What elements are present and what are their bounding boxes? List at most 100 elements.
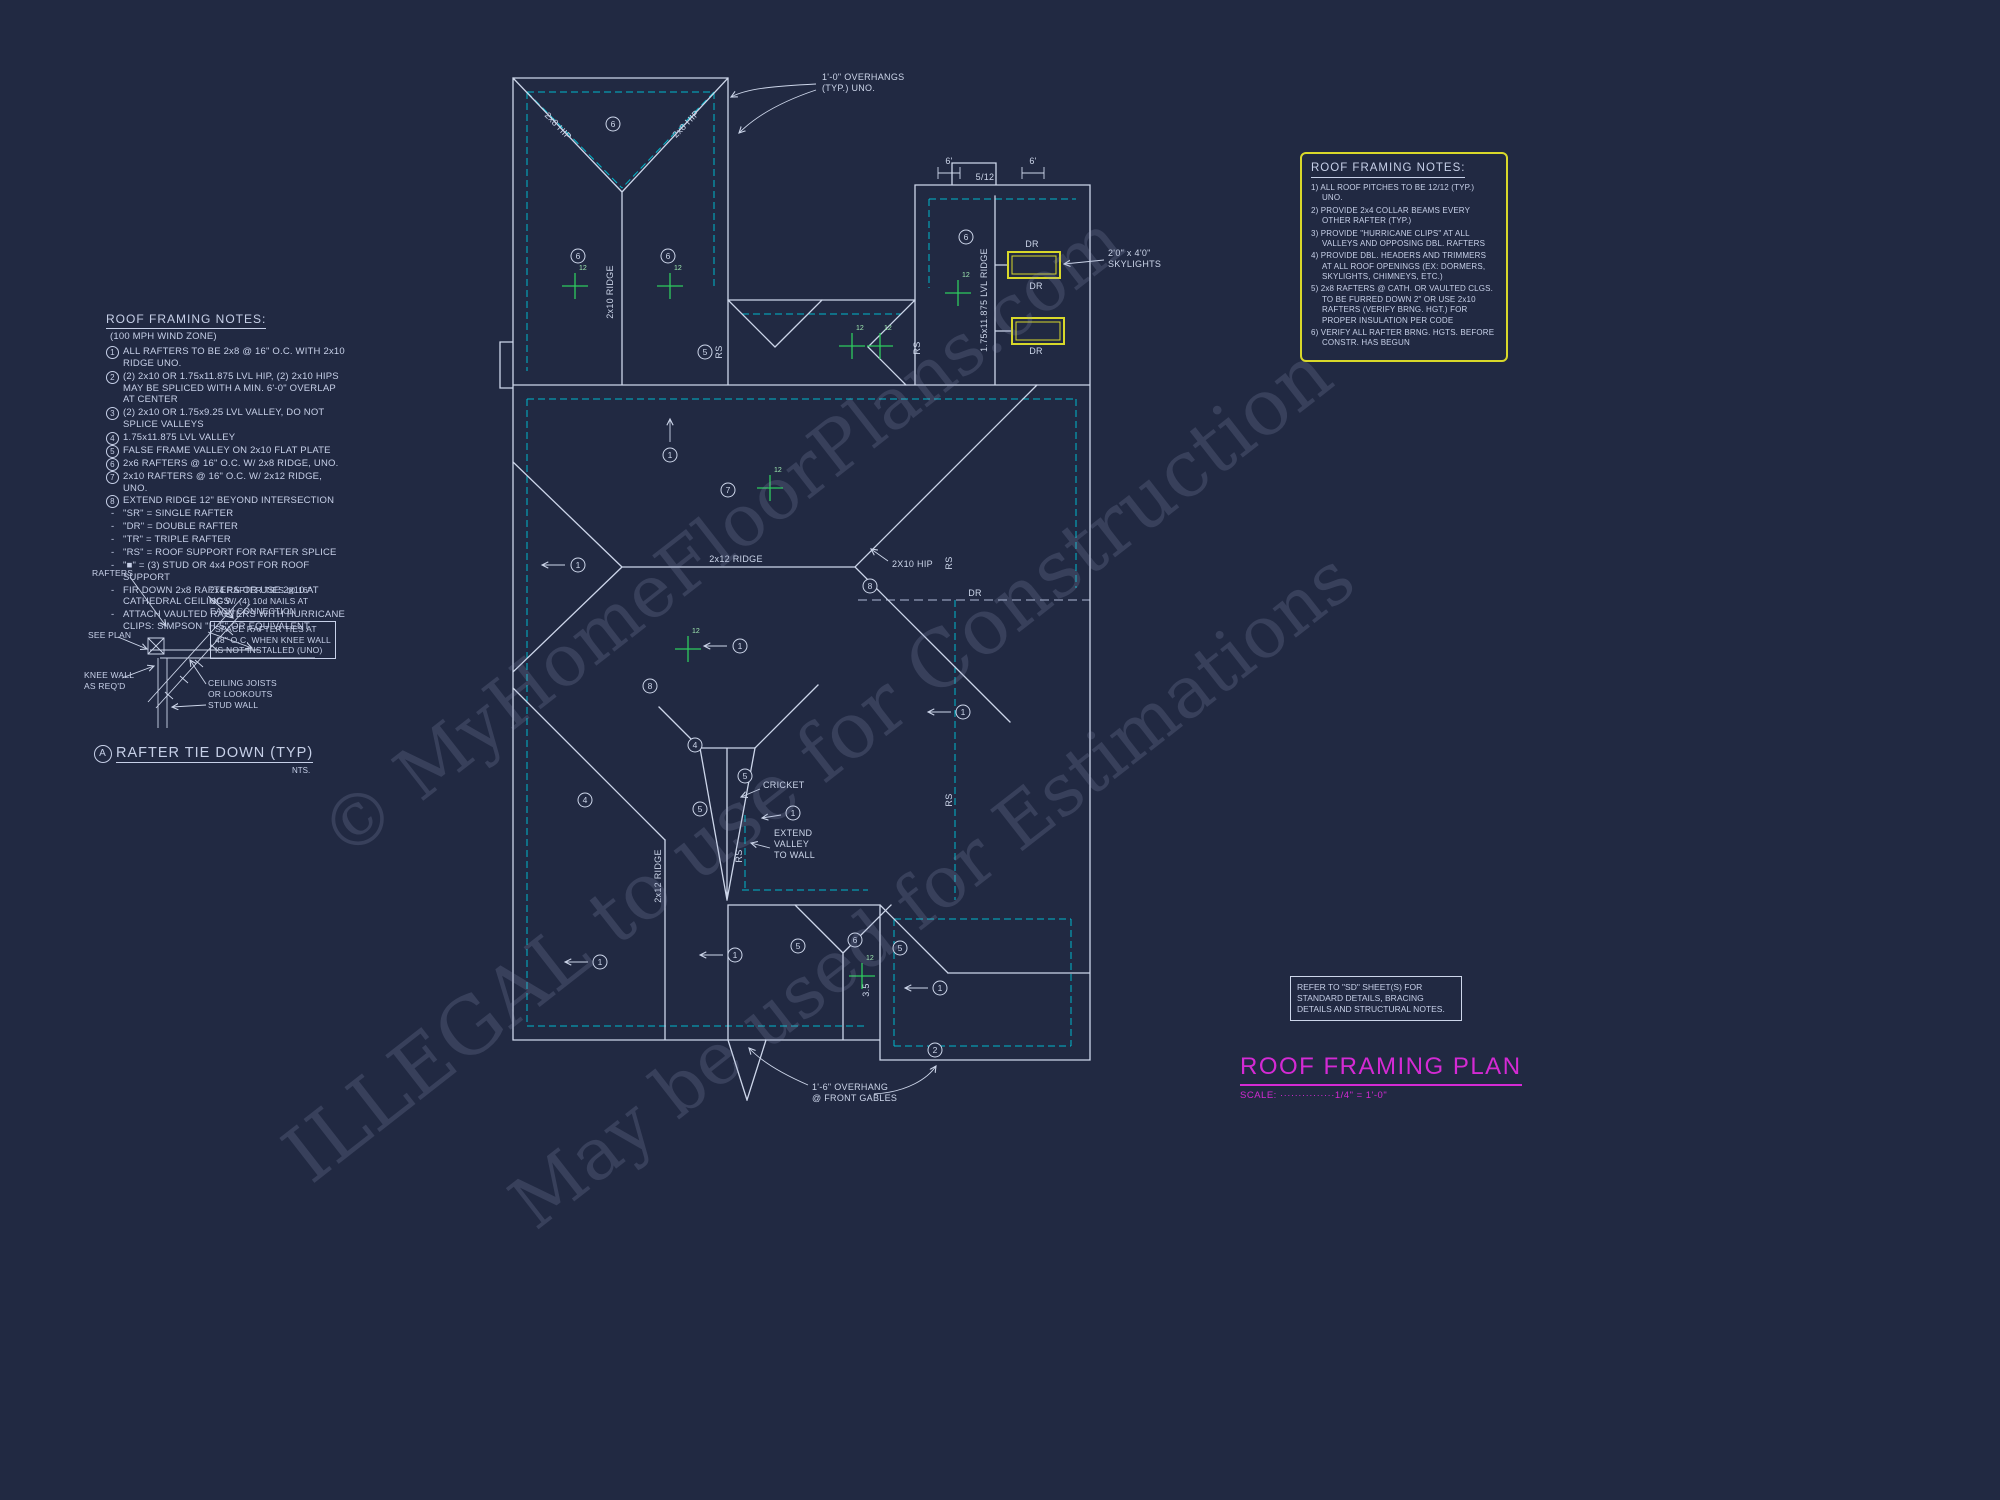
callout-1: 1 <box>592 954 608 970</box>
dimension-ticks <box>937 167 1045 179</box>
callout-5: 5 <box>692 801 708 817</box>
callout-1: 1 <box>785 805 801 821</box>
svg-text:12: 12 <box>692 628 700 635</box>
note-number: 8 <box>106 495 119 509</box>
label-3-5: 3.5 <box>861 983 871 996</box>
callout-6: 6 <box>958 229 974 245</box>
callout-4: 4 <box>577 792 593 808</box>
note-number: 2 <box>106 370 119 384</box>
callout-5: 5 <box>697 344 713 360</box>
label-pitch-5-12: 5/12 <box>976 172 995 182</box>
right-notes-title: ROOF FRAMING NOTES: <box>1311 161 1466 178</box>
label-hip-2x10: 2X10 HIP <box>892 559 933 569</box>
pitch-indicator: 12 <box>849 955 875 989</box>
right-note-item: 5) 2x8 RAFTERS @ CATH. OR VAULTED CLGS. … <box>1311 284 1494 325</box>
callout-6: 6 <box>847 932 863 948</box>
left-note-bullet: "RS" = ROOF SUPPORT FOR RAFTER SPLICE <box>106 547 346 559</box>
detail-label-space-ties: SPACE RAFTER TIES AT 48" O.C. WHEN KNEE … <box>210 621 336 659</box>
svg-text:6: 6 <box>611 119 616 129</box>
svg-text:6: 6 <box>964 232 969 242</box>
svg-text:2: 2 <box>933 1045 938 1055</box>
label-skylights: 2'0" x 4'0"SKYLIGHTS <box>1108 248 1161 269</box>
right-note-item: 3) PROVIDE "HURRICANE CLIPS" AT ALL VALL… <box>1311 228 1486 248</box>
detail-label-see-plan: SEE PLAN <box>88 630 132 640</box>
svg-text:12: 12 <box>579 265 587 272</box>
pitch-indicator: 12 <box>867 325 893 359</box>
callout-1: 1 <box>955 704 971 720</box>
svg-text:7: 7 <box>726 485 731 495</box>
left-note-item: 2(2) 2x10 OR 1.75x11.875 LVL HIP, (2) 2x… <box>106 370 346 407</box>
pitch-indicator: 12 <box>757 467 783 501</box>
label-dr-skylight-2: DR <box>1029 281 1043 291</box>
label-ridge-2x10: 2x10 RIDGE <box>605 265 615 319</box>
pitch-indicator: 12 <box>657 265 683 299</box>
svg-text:5: 5 <box>898 943 903 953</box>
label-ridge-2x12-lower: 2x12 RIDGE <box>653 849 663 903</box>
label-rs-1: RS <box>714 345 724 358</box>
label-dr-skylight-1: DR <box>1025 239 1039 249</box>
callout-7: 7 <box>720 482 736 498</box>
note-text: 1.75x11.875 LVL VALLEY <box>123 432 236 443</box>
detail-label-rafters: RAFTERS <box>92 568 134 578</box>
note-number: 4 <box>106 432 119 445</box>
svg-text:5: 5 <box>743 771 748 781</box>
label-dim-6ft-2: 6' <box>1029 156 1036 166</box>
pitch-indicator: 12 <box>945 272 971 306</box>
label-hip-left: 2x8 HIP <box>543 110 574 141</box>
svg-text:1: 1 <box>598 957 603 967</box>
roof-framing-notes-left: ROOF FRAMING NOTES: (100 MPH WIND ZONE) … <box>106 312 346 634</box>
svg-text:5: 5 <box>703 347 708 357</box>
callout-5: 5 <box>737 768 753 784</box>
label-dr-skylight-3: DR <box>1029 346 1043 356</box>
label-dr-line: DR <box>968 588 982 598</box>
svg-text:12: 12 <box>962 272 970 279</box>
left-notes-title: ROOF FRAMING NOTES: <box>106 312 267 329</box>
note-text: ALL RAFTERS TO BE 2x8 @ 16" O.C. WITH 2x… <box>123 345 345 369</box>
callout-8: 8 <box>862 578 878 594</box>
roof-outline <box>499 77 1091 1101</box>
refer-to-sd-note: REFER TO "SD" SHEET(S) FOR STANDARD DETA… <box>1290 976 1462 1022</box>
note-text: 2x6 RAFTERS @ 16" O.C. W/ 2x8 RIDGE, UNO… <box>123 457 339 469</box>
callout-2: 2 <box>927 1042 943 1058</box>
callout-4: 4 <box>687 737 703 753</box>
label-rs-2: RS <box>912 341 922 354</box>
roof-framing-notes-right: ROOF FRAMING NOTES: 1) ALL ROOF PITCHES … <box>1300 152 1508 362</box>
note-number: 5 <box>106 444 119 458</box>
note-number: 3 <box>106 407 119 421</box>
svg-text:1: 1 <box>791 808 796 818</box>
left-note-bullet: "SR" = SINGLE RAFTER <box>106 508 346 520</box>
svg-text:1: 1 <box>668 450 673 460</box>
svg-text:8: 8 <box>648 681 653 691</box>
dashed-wall-lines <box>526 91 1077 1047</box>
right-note-item: 2) PROVIDE 2x4 COLLAR BEAMS EVERY OTHER … <box>1311 205 1470 226</box>
svg-text:8: 8 <box>868 581 873 591</box>
callout-6: 6 <box>660 248 676 264</box>
note-number: 1 <box>106 345 119 359</box>
pitch-indicator: 12 <box>675 628 701 662</box>
note-number: 6 <box>106 457 119 471</box>
callout-1: 1 <box>727 947 743 963</box>
svg-text:12: 12 <box>774 467 782 474</box>
right-note-item: 1) ALL ROOF PITCHES TO BE 12/12 (TYP.) U… <box>1311 182 1475 203</box>
left-notes-list: 1 ALL RAFTERS TO BE 2x8 @ 16" O.C. WITH 2… <box>106 345 346 633</box>
svg-text:12: 12 <box>884 325 892 332</box>
detail-title-text: RAFTER TIE DOWN (TYP) <box>116 745 314 763</box>
svg-text:1: 1 <box>738 641 743 651</box>
left-notes-subtitle: (100 MPH WIND ZONE) <box>110 331 217 342</box>
svg-text:6: 6 <box>853 935 858 945</box>
svg-text:6: 6 <box>666 251 671 261</box>
sheet-scale: SCALE: ···············1/4" = 1'-0" <box>1240 1090 1388 1101</box>
label-rs-5: RS <box>734 849 744 862</box>
left-note-bullet: ATTACH VAULTED RAFTERS WITH HURRICANE CL… <box>106 609 346 633</box>
left-note-bullet: "DR" = DOUBLE RAFTER <box>106 521 346 533</box>
callout-5: 5 <box>790 938 806 954</box>
note-text: 2x10 RAFTERS @ 16" O.C. W/ 2x12 RIDGE, U… <box>123 470 323 494</box>
svg-text:4: 4 <box>693 740 698 750</box>
